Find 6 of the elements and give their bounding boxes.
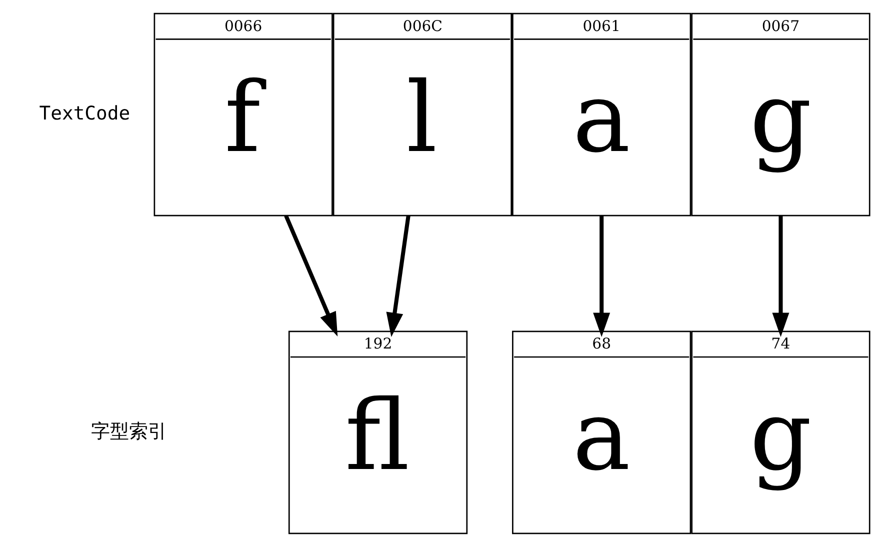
arrow <box>592 216 610 338</box>
label: TextCode <box>38 104 130 125</box>
arrow <box>386 215 410 337</box>
arrow <box>284 214 338 337</box>
arrow <box>772 216 789 338</box>
label: 字型索引 <box>90 421 167 442</box>
